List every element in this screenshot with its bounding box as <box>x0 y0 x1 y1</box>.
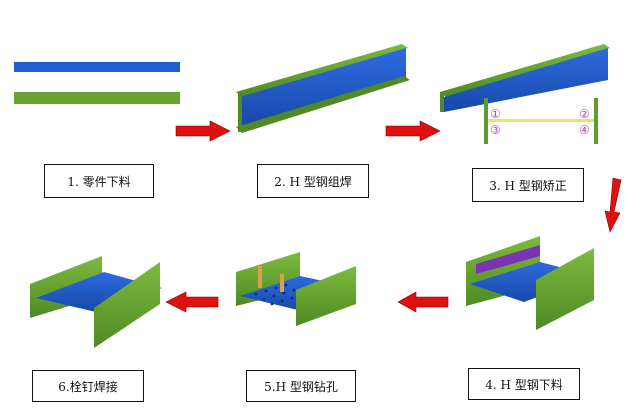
web-plate <box>36 272 162 312</box>
top-flange <box>236 44 408 97</box>
marker-3: ③ <box>490 123 501 137</box>
end-flange <box>238 92 242 132</box>
green-plate <box>14 92 180 104</box>
step3-h-beam: ① ② ③ ④ <box>440 44 610 144</box>
arrow-4-to-5 <box>397 291 449 313</box>
marker-1: ① <box>490 107 501 121</box>
front-flange <box>536 248 594 330</box>
step-label-2: 2. H 型钢组焊 <box>257 164 369 198</box>
end-flange <box>440 92 444 112</box>
weld-strip <box>476 245 540 274</box>
arrow-3-to-4 <box>604 177 622 233</box>
marker-2: ② <box>579 107 590 121</box>
step-label-4: 4. H 型钢下料 <box>468 368 580 400</box>
step2-h-beam <box>236 44 410 133</box>
bottom-flange <box>236 76 410 133</box>
blue-plate <box>14 62 180 72</box>
front-flange <box>296 266 356 326</box>
step-label-3: 3. H 型钢矫正 <box>472 168 584 202</box>
gauge-crossbar <box>488 119 594 122</box>
step1-plates <box>14 62 180 104</box>
arrow-2-to-3 <box>385 120 441 142</box>
front-flange <box>94 262 160 348</box>
step-label-6: 6.栓钉焊接 <box>32 370 144 402</box>
top-flange <box>440 44 610 97</box>
step6-stud-welding <box>30 256 162 348</box>
marker-4: ④ <box>579 123 590 137</box>
web <box>240 48 406 129</box>
gauge-right-bar <box>594 98 598 144</box>
gauge-left-bar <box>484 98 488 144</box>
step4-cut-section <box>466 236 594 330</box>
step5-drilling <box>236 252 356 326</box>
flow-arrows <box>165 120 622 313</box>
stud-1 <box>258 266 262 288</box>
stud-2 <box>280 274 284 292</box>
arrow-1-to-2 <box>175 120 231 142</box>
web <box>444 48 608 112</box>
step-label-5: 5.H 型钢钻孔 <box>246 370 356 402</box>
arrow-5-to-6 <box>165 291 219 313</box>
step-label-1: 1. 零件下料 <box>44 164 154 198</box>
